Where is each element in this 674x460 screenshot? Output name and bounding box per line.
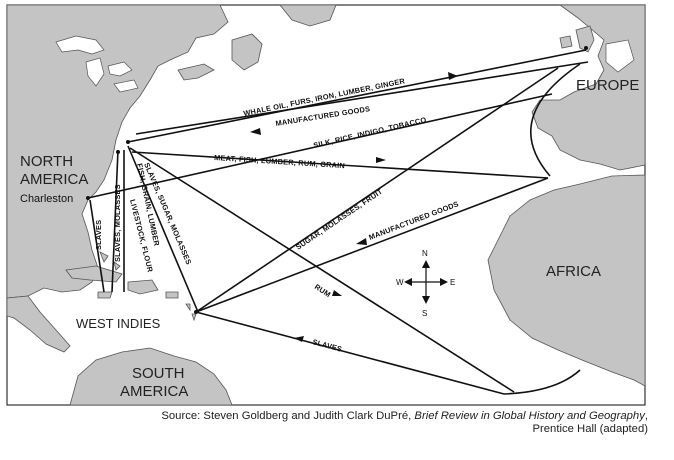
port-dots <box>86 46 588 314</box>
route-slaves-molasses: SLAVES, MOLASSES <box>113 184 122 262</box>
jamaica <box>97 291 113 299</box>
puerto-rico <box>165 291 179 299</box>
source-line-1: Source: Steven Goldberg and Judith Clark… <box>0 410 648 423</box>
nova-scotia <box>177 63 215 81</box>
compass-n: N <box>422 249 428 258</box>
bahamas <box>99 251 121 271</box>
triangular-trade-map: N S E W NORTH AMERICA EUROPE AFRICA WEST… <box>6 4 646 406</box>
north-sea <box>605 39 635 73</box>
hispaniola <box>127 279 159 295</box>
central-america <box>6 295 71 353</box>
great-lakes <box>55 35 139 93</box>
compass-rose: N S E W <box>396 249 455 318</box>
label-europe: EUROPE <box>576 77 639 94</box>
ireland <box>559 35 573 49</box>
label-west-indies: WEST INDIES <box>76 316 161 331</box>
label-africa: AFRICA <box>546 263 601 280</box>
lesser-antilles <box>185 303 197 322</box>
compass-s: S <box>422 309 427 318</box>
source-citation: Source: Steven Goldberg and Judith Clark… <box>0 410 648 436</box>
label-south: SOUTH <box>132 365 185 382</box>
cuba <box>65 265 123 283</box>
source-prefix: Source: Steven Goldberg and Judith Clark… <box>161 410 415 422</box>
source-line-2: Prentice Hall (adapted) <box>532 423 648 435</box>
source-title: Brief Review in Global History and Geogr… <box>414 410 645 422</box>
compass-w: W <box>396 278 404 287</box>
greenland-tip <box>279 4 337 27</box>
compass-e: E <box>450 278 455 287</box>
north-america-landmass <box>6 4 229 299</box>
direction-arrows <box>250 72 458 342</box>
label-charleston: Charleston <box>20 193 73 205</box>
route-slaves-left: SLAVES <box>94 220 103 250</box>
label-america: AMERICA <box>20 171 88 188</box>
british-isles <box>575 25 595 53</box>
newfoundland <box>231 33 263 71</box>
south-america-landmass <box>69 347 233 406</box>
label-north: NORTH <box>20 153 73 170</box>
source-suffix: , <box>644 410 648 422</box>
label-south-america: AMERICA <box>120 383 188 400</box>
africa-landmass <box>487 174 646 387</box>
